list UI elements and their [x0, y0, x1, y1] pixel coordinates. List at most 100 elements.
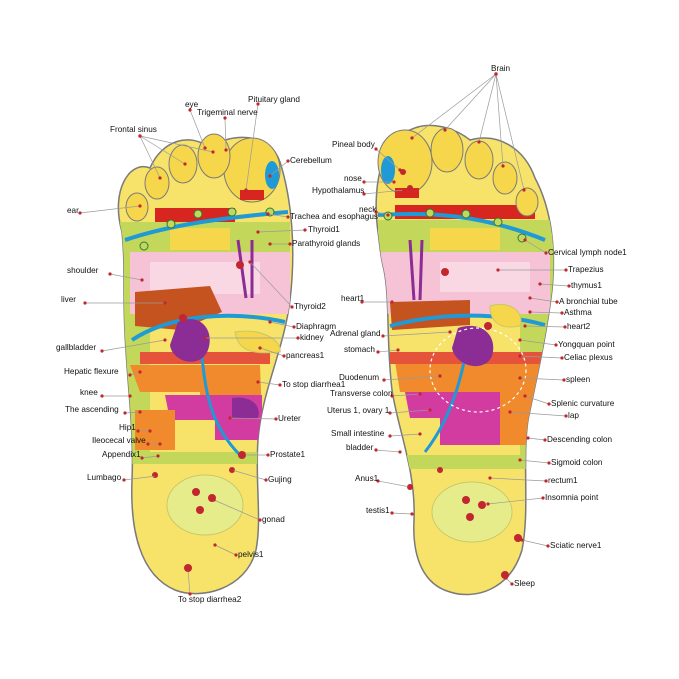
frontal-sinus-leader: [139, 135, 214, 153]
dot: [441, 268, 449, 276]
right-node-2: [425, 208, 435, 218]
pelvis1-label: pelvis1: [238, 550, 264, 559]
sciatic-nerve1-leader: [521, 539, 549, 547]
descending-colon-point-dot: [526, 436, 530, 440]
prostate1-point-dot: [242, 453, 246, 457]
anus1-leader-dot: [376, 479, 380, 483]
pancreas1-leader-dot: [282, 354, 286, 358]
left-node-2: [166, 219, 176, 229]
cervical-lymph-node1-point-dot: [523, 238, 527, 242]
lap-point-dot: [508, 410, 512, 414]
lumbago-point-dot: [154, 474, 158, 478]
frontal-sinus-leader-dot: [138, 134, 142, 138]
ear-point-dot: [138, 204, 142, 208]
anus1-label: Anus1: [355, 474, 379, 483]
brain-leader: [478, 73, 497, 143]
left-node-3: [193, 209, 203, 219]
cerebellum-label: Cerebellum: [290, 156, 332, 165]
pelvis1-leader: [214, 544, 237, 556]
transverse-colon-leader-dot: [390, 394, 394, 398]
gujing-label: Gujing: [268, 475, 292, 484]
gonad-leader-dot: [258, 518, 262, 522]
ear-leader: [79, 205, 141, 214]
left-diaphragm-line: [130, 313, 286, 342]
left-toe-5: [125, 192, 149, 222]
adrenal-gland-label: Adrenal gland: [330, 329, 381, 338]
the-ascending-point-dot: [138, 410, 142, 414]
ureter-leader: [229, 417, 277, 420]
pineal-body-point-dot: [398, 168, 402, 172]
testis1-point-dot: [410, 512, 414, 516]
trapezius-leader-dot: [564, 268, 568, 272]
the-ascending-leader-dot: [123, 411, 127, 415]
adrenal-gland-leader-dot: [381, 334, 385, 338]
dot: [484, 322, 492, 330]
right-light-pink-zone: [440, 262, 530, 292]
gonad-leader: [213, 499, 261, 521]
dot: [462, 496, 470, 504]
celiac-plexus-point-dot: [518, 354, 522, 358]
diaphragm-point-dot: [268, 320, 272, 324]
eye-label: eye: [185, 100, 199, 109]
uterus-ovary-leader-dot: [388, 411, 392, 415]
trigeminal-nerve-leader: [224, 117, 227, 151]
small-intestine-label: Small intestine: [331, 429, 385, 438]
lap-label: lap: [568, 411, 579, 420]
shoulder-label: shoulder: [67, 266, 99, 275]
testis1-leader: [391, 512, 413, 515]
uterus-ovary-leader: [389, 409, 431, 414]
brain-point-dot: [443, 128, 447, 132]
bronchial-tube-leader-dot: [555, 300, 559, 304]
brain-leader: [444, 73, 497, 131]
gallbladder-leader: [101, 339, 166, 352]
yongquan-point-label: Yongquan point: [558, 340, 615, 349]
shoulder-point-dot: [140, 278, 144, 282]
splenic-curvature-leader-dot: [547, 402, 551, 406]
gonad-label: gonad: [262, 515, 285, 524]
pituitary-gland-point-dot: [244, 188, 248, 192]
the-ascending-leader: [124, 411, 141, 414]
knee-label: knee: [80, 388, 98, 397]
sleep-leader-dot: [510, 582, 514, 586]
right-pituitary-zone: [395, 188, 419, 198]
left-bladder-organ: [232, 397, 259, 418]
yongquan-point-leader: [519, 339, 557, 346]
right-toe-3: [464, 140, 494, 180]
left-heel-oval: [166, 474, 244, 536]
brain-leader-dot: [494, 72, 498, 76]
neck-label: neck: [359, 205, 377, 214]
spleen-label: spleen: [566, 375, 591, 384]
hepatic-flexure-label: Hepatic flexure: [64, 367, 119, 376]
appendix1-point-dot: [156, 454, 160, 458]
left-pancreas-organ: [234, 330, 281, 354]
hip1-label: Hip1: [119, 423, 136, 432]
sigmoid-colon-leader-dot: [547, 461, 551, 465]
rectum1-label: rectum1: [548, 476, 578, 485]
right-heel-oval: [431, 481, 513, 543]
descending-colon-leader-dot: [543, 438, 547, 442]
cervical-lymph-node1-leader: [524, 239, 547, 254]
spleen-leader-dot: [562, 378, 566, 382]
left-shoulder-line: [124, 210, 289, 242]
spleen-point-dot: [518, 376, 522, 380]
left-green-heel-band: [128, 452, 268, 464]
diaphragm-leader: [269, 321, 295, 328]
right-foot: [375, 124, 555, 596]
liver-point-dot: [163, 301, 167, 305]
stomach-point-dot: [396, 348, 400, 352]
trapezius-point-dot: [496, 268, 500, 272]
to-stop-diarrhea2-leader: [187, 569, 191, 595]
celiac-plexus-leader: [519, 355, 563, 359]
gonad-point-dot: [212, 498, 216, 502]
adrenal-gland-point-dot: [448, 330, 452, 334]
heart1-label: heart1: [341, 294, 365, 303]
knee-leader-dot: [100, 394, 104, 398]
right-toe-5: [515, 187, 539, 217]
insomnia-point-label: Insomnia point: [545, 493, 599, 502]
dot: [407, 185, 413, 191]
stomach-label: stomach: [344, 345, 375, 354]
trachea-esophagus-label: Trachea and esophagus: [290, 212, 378, 221]
eye-leader: [189, 109, 206, 149]
left-yellow-toe-band: [170, 228, 230, 250]
